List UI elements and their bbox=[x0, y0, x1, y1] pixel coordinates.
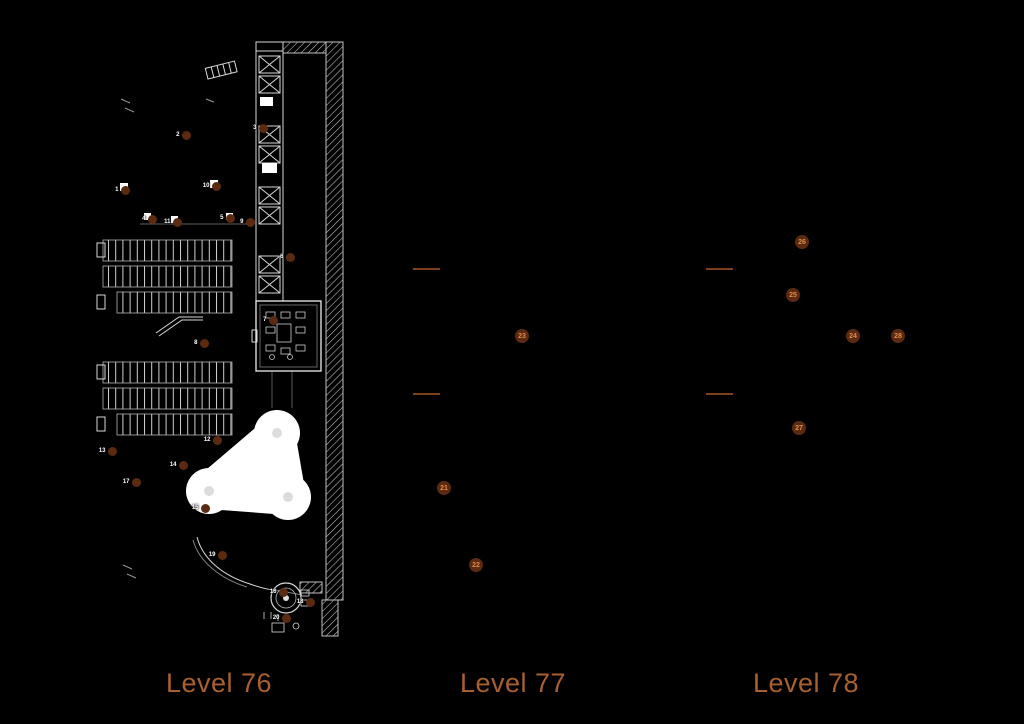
annotation-dash bbox=[706, 268, 733, 270]
marker-dot-icon bbox=[181, 130, 191, 140]
marker-dot-icon bbox=[211, 181, 221, 191]
marker-17: 17 bbox=[123, 477, 141, 487]
marker-18: 18 bbox=[297, 597, 315, 607]
marker-dot-icon bbox=[268, 315, 278, 325]
marker-12: 12 bbox=[204, 435, 222, 445]
marker-24: 24 bbox=[846, 329, 860, 343]
marker-dot-icon bbox=[120, 185, 130, 195]
marker-25: 25 bbox=[786, 288, 800, 302]
marker-dot-icon bbox=[107, 446, 117, 456]
marker-dot-icon bbox=[258, 123, 268, 133]
annotation-dash bbox=[706, 393, 733, 395]
marker-14: 14 bbox=[170, 460, 188, 470]
marker-22: 22 bbox=[469, 558, 483, 572]
marker-13: 13 bbox=[99, 446, 117, 456]
marker-dot-icon bbox=[200, 503, 210, 513]
marker-dot-icon bbox=[281, 613, 291, 623]
marker-1: 1 bbox=[115, 185, 130, 195]
marker-3: 3 bbox=[253, 123, 268, 133]
marker-9: 9 bbox=[240, 217, 255, 227]
marker-dot-icon bbox=[278, 587, 288, 597]
marker-4: 4 bbox=[142, 214, 157, 224]
marker-11: 11 bbox=[164, 217, 182, 227]
marker-21: 21 bbox=[437, 481, 451, 495]
marker-16: 16 bbox=[270, 587, 288, 597]
marker-dot-icon bbox=[245, 217, 255, 227]
annotation-dash bbox=[413, 268, 440, 270]
marker-dot-icon bbox=[172, 217, 182, 227]
marker-dot-icon bbox=[225, 213, 235, 223]
marker-27: 27 bbox=[792, 421, 806, 435]
annotation-dash bbox=[413, 393, 440, 395]
level-78-label: Level 78 bbox=[752, 668, 860, 698]
marker-dot-icon bbox=[305, 597, 315, 607]
marker-23: 23 bbox=[515, 329, 529, 343]
marker-8: 8 bbox=[194, 338, 209, 348]
marker-15: 15 bbox=[192, 503, 210, 513]
marker-26: 26 bbox=[795, 235, 809, 249]
marker-6: 6 bbox=[280, 252, 295, 262]
marker-5: 5 bbox=[220, 213, 235, 223]
marker-10: 10 bbox=[203, 181, 221, 191]
marker-dot-icon bbox=[212, 435, 222, 445]
marker-dot-icon bbox=[285, 252, 295, 262]
marker-7: 7 bbox=[263, 315, 278, 325]
marker-dot-icon bbox=[199, 338, 209, 348]
marker-dot-icon bbox=[131, 477, 141, 487]
marker-dot-icon bbox=[147, 214, 157, 224]
marker-20: 20 bbox=[273, 613, 291, 623]
marker-dot-icon bbox=[217, 550, 227, 560]
level-76-label: Level 76 bbox=[165, 668, 273, 698]
marker-28: 28 bbox=[891, 329, 905, 343]
marker-19: 19 bbox=[209, 550, 227, 560]
level-77-label: Level 77 bbox=[459, 668, 567, 698]
marker-dot-icon bbox=[178, 460, 188, 470]
marker-2: 2 bbox=[176, 130, 191, 140]
